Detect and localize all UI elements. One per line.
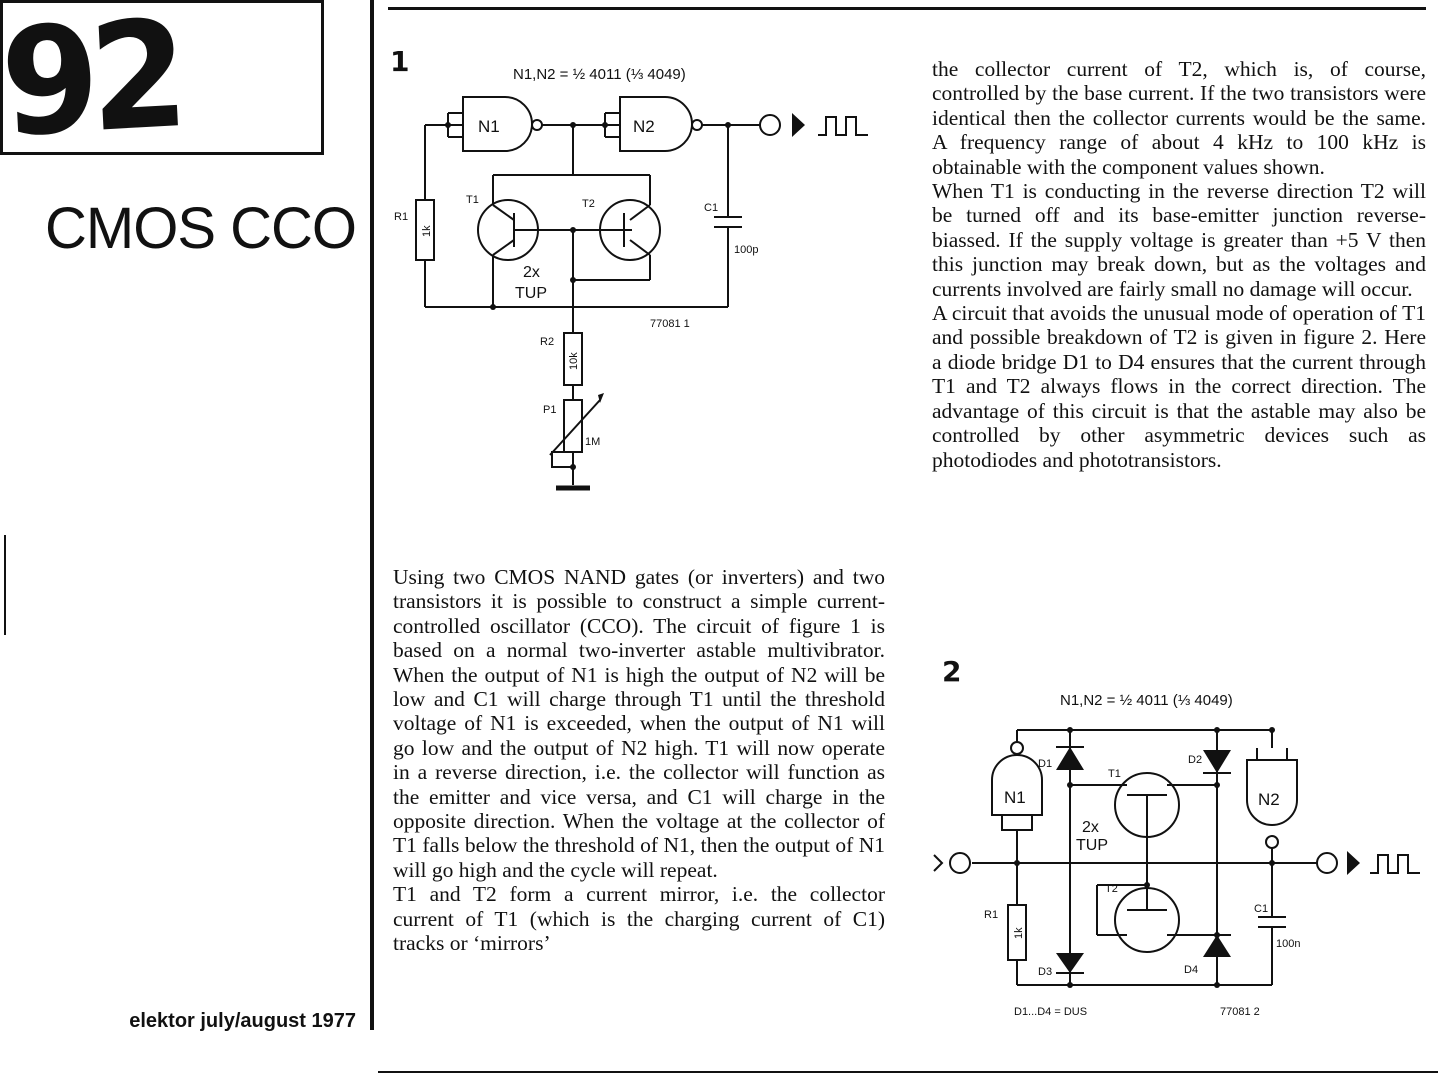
figure2-d3: D3 (1038, 966, 1052, 978)
article-number: 92 (0, 0, 183, 170)
body-text-right: the collector current of T2, which is, o… (932, 57, 1426, 472)
figure2-d1: D1 (1038, 758, 1052, 770)
figure1-label: 1 (390, 45, 410, 78)
figure1-r1-value: 1k (421, 225, 433, 237)
figure1-r1: R1 (394, 211, 408, 223)
margin-mark (4, 535, 6, 635)
paragraph: the collector current of T2, which is, o… (932, 57, 1426, 179)
figure2-c1: C1 (1254, 903, 1268, 915)
figure2-label: 2 (942, 655, 962, 688)
figure1-code: 77081 1 (650, 318, 690, 330)
paragraph: T1 and T2 form a current mirror, i.e. th… (393, 882, 885, 956)
figure2-d4: D4 (1184, 964, 1198, 976)
figure2-gate-n2: N2 (1258, 790, 1280, 809)
figure2-transistor-count: 2x (1082, 819, 1099, 836)
figure1-note: N1,N2 = ½ 4011 (⅓ 4049) (513, 66, 686, 83)
figure1-t2: T2 (582, 198, 595, 210)
figure2-diodes-note: D1...D4 = DUS (1014, 1006, 1087, 1018)
figure2-schematic: N1,N2 = ½ 4011 (⅓ 4049) N1 N2 D1 D2 D3 D… (933, 692, 1420, 1018)
figure1-gate-n2: N2 (633, 117, 655, 136)
figure1-c1: C1 (704, 202, 718, 214)
figure1-t1: T1 (466, 194, 479, 206)
top-rule (388, 7, 1426, 10)
figure1-c1-value: 100p (734, 244, 758, 256)
figure1-gate-n1: N1 (478, 117, 500, 136)
figure2-note: N1,N2 = ½ 4011 (⅓ 4049) (1060, 692, 1233, 709)
figure2-gate-n1: N1 (1004, 788, 1026, 807)
figure1-transistor-type: TUP (515, 285, 547, 302)
figure1-transistor-count: 2x (523, 264, 540, 281)
figure2-t1: T1 (1108, 768, 1121, 780)
column-divider (370, 0, 374, 1030)
figure1-schematic: N1,N2 = ½ 4011 (⅓ 4049) N1 N2 T1 T2 2x T… (394, 66, 868, 491)
figure2-r1: R1 (984, 909, 998, 921)
bottom-rule (378, 1071, 1438, 1073)
article-title: CMOS CCO (45, 196, 357, 261)
paragraph: When T1 is conducting in the reverse dir… (932, 179, 1426, 301)
paragraph: A circuit that avoids the unusual mode o… (932, 301, 1426, 472)
figure2-t2: T2 (1105, 883, 1118, 895)
body-text-left: Using two CMOS NAND gates (or inverters)… (393, 565, 885, 956)
paragraph: Using two CMOS NAND gates (or inverters)… (393, 565, 885, 882)
article-number-box: 92 (0, 0, 324, 170)
figure1-p1: P1 (543, 404, 556, 416)
figure2-d2: D2 (1188, 754, 1202, 766)
publication-footer: elektor july/august 1977 (129, 1010, 356, 1032)
figure1-r2-value: 10k (568, 352, 580, 370)
figure1-r2: R2 (540, 336, 554, 348)
figure2-c1-value: 100n (1276, 938, 1300, 950)
figure2-code: 77081 2 (1220, 1006, 1260, 1018)
figure2-transistor-type: TUP (1076, 837, 1108, 854)
figure2-r1-value: 1k (1013, 927, 1025, 939)
figure1-p1-value: 1M (585, 436, 600, 448)
